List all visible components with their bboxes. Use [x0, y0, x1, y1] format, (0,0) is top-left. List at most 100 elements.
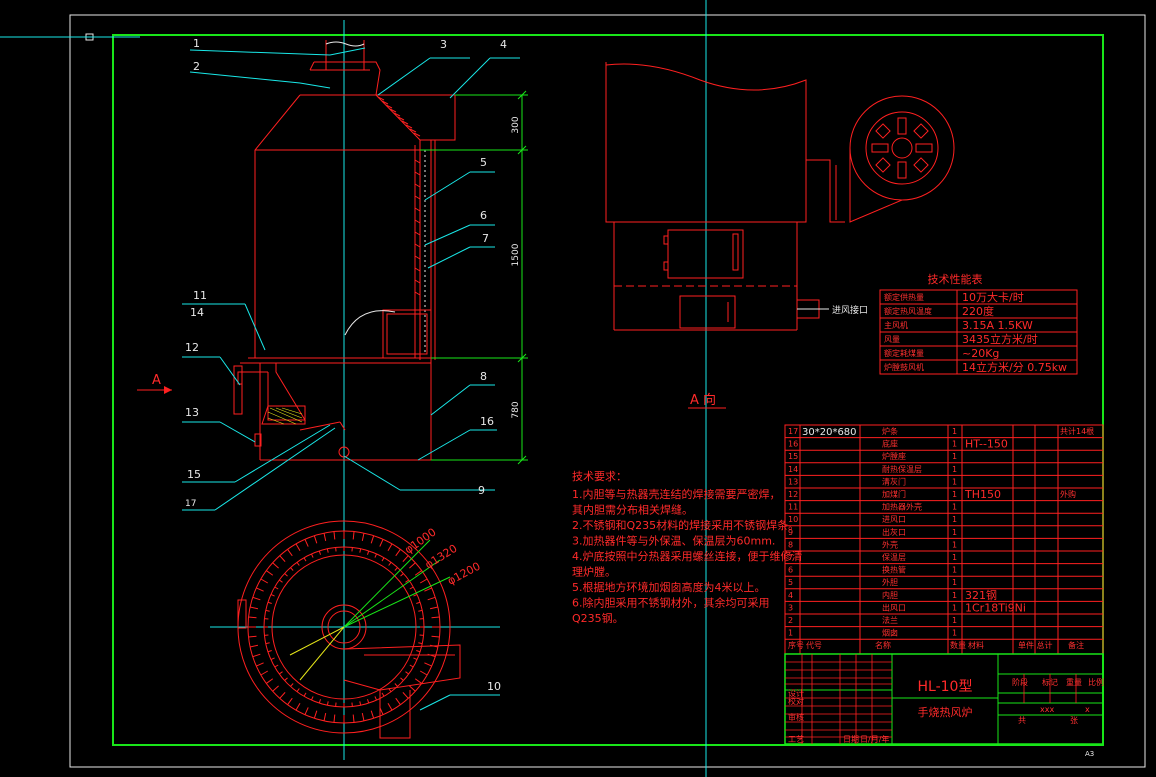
tech-notes: 技术要求：1.内胆等与热器壳连结的焊接需要严密焊， 其内胆需分布相关焊缝。2.不… [572, 470, 803, 625]
parts-header: 备注 [1068, 640, 1084, 650]
page-size: A3 [1085, 750, 1094, 758]
dim-1500: 1500 [511, 243, 521, 266]
label-4: 4 [500, 38, 507, 51]
note-line: 3.加热器件等与外保温、保温层为60mm. [572, 534, 775, 548]
tb-stage: 阶段 [1012, 677, 1028, 687]
plan-tick [414, 570, 422, 576]
part-name: 加煤门 [882, 489, 906, 499]
label-15: 15 [187, 468, 201, 481]
parts-header: 数量 [950, 640, 966, 650]
part-no: 6 [788, 566, 793, 575]
part-qty: 1 [952, 629, 957, 638]
plan-tick [409, 664, 414, 668]
plan-tick [249, 644, 259, 648]
label-7: 7 [482, 232, 489, 245]
plan-tick [413, 657, 418, 660]
plan-tick [405, 671, 410, 675]
plan-tick [274, 664, 279, 668]
plan-tick [394, 683, 398, 687]
outer-frame [69, 14, 1146, 768]
part-no: 4 [788, 591, 793, 600]
part-spec: HT--150 [965, 438, 1008, 451]
part-name: 外胆 [882, 577, 898, 587]
label-9: 9 [478, 484, 485, 497]
plan-tick [352, 714, 355, 723]
plan-tick [359, 548, 362, 553]
dim-780: 780 [511, 401, 521, 418]
inner-frame [112, 34, 1104, 746]
plan-tick [370, 710, 375, 719]
plan-tick [419, 670, 428, 676]
note-line: Q235钢。 [572, 612, 624, 625]
part-name: 耐热保温层 [882, 464, 922, 474]
part-name: 底座 [882, 439, 898, 449]
part-no: 7 [788, 553, 793, 562]
part-name: 烟囱 [882, 628, 898, 638]
plan-tick [374, 696, 377, 701]
part-qty: 1 [952, 515, 957, 524]
tb-sheet-b: 张 [1070, 716, 1078, 725]
plan-tick [272, 562, 279, 569]
label-12: 12 [185, 341, 199, 354]
plan-tick [287, 697, 293, 705]
plan-tick [323, 712, 327, 722]
plan-tick [400, 677, 404, 681]
plan-tick [374, 553, 377, 558]
plan-tick [427, 596, 436, 601]
part-qty: 1 [952, 616, 957, 625]
part-name: 外壳 [882, 539, 898, 549]
part-qty: 1 [952, 465, 957, 474]
label-1: 1 [193, 37, 200, 50]
plan-tick [270, 594, 275, 597]
label-3: 3 [440, 38, 447, 51]
plan-tick [416, 601, 421, 604]
part-no: 16 [788, 440, 798, 449]
tb-role-b: 校对 [788, 696, 804, 706]
plan-tick [311, 696, 314, 701]
part-no: 1 [788, 629, 793, 638]
parts-header: 材料 [968, 640, 984, 650]
part-no: 5 [788, 578, 793, 587]
dim-300: 300 [511, 116, 521, 133]
tb-weight: 重量 [1066, 677, 1082, 687]
part-code: 30*20*680 [802, 427, 857, 438]
plan-tick [296, 561, 300, 566]
plan-tick [296, 688, 300, 693]
part-qty: 1 [952, 490, 957, 499]
part-qty: 1 [952, 603, 957, 612]
title-block: HL-10型 手烧热风炉 阶段 标记 重量 比例 xxx x 共 张 设计 校对… [784, 653, 1104, 758]
plan-tick [402, 555, 409, 562]
part-qty: 1 [952, 591, 957, 600]
spec-title: 技术性能表 [928, 272, 983, 286]
plan-tick [359, 701, 362, 706]
spec-name: 额定供热量 [884, 292, 924, 302]
dia-1320: φ1320 [423, 542, 460, 572]
spec-value: 10万大卡/时 [962, 290, 1024, 304]
plan-tick [400, 573, 404, 577]
plan-tick [313, 710, 318, 719]
plan-tick [431, 635, 440, 638]
plan-tick [304, 707, 309, 715]
note-line: 6.除内胆采用不锈钢材外，其余均可采用 [572, 596, 770, 610]
parts-header: 代号 [806, 640, 822, 650]
part-name: 内胆 [882, 590, 898, 600]
plan-tick [256, 662, 264, 667]
note-line: 5.根据地方环境加烟囱高度为4米以上。 [572, 580, 766, 594]
plan-tick [279, 692, 286, 699]
plan-tick [278, 671, 283, 675]
plan-tick [284, 573, 288, 577]
part-qty: 1 [952, 566, 957, 575]
plan-tick [333, 714, 336, 723]
plan-tick [387, 702, 393, 711]
plan-tick [265, 642, 270, 645]
notes-title: 技术要求： [572, 470, 627, 483]
label-14: 14 [190, 306, 204, 319]
part-no: 15 [788, 452, 798, 461]
part-no: 10 [788, 515, 798, 524]
plan-tick [352, 531, 355, 540]
part-spec: 321钢 [965, 589, 997, 602]
plan-tick [419, 578, 428, 584]
plan-tick [278, 579, 283, 583]
tb-x: x [1085, 705, 1090, 714]
